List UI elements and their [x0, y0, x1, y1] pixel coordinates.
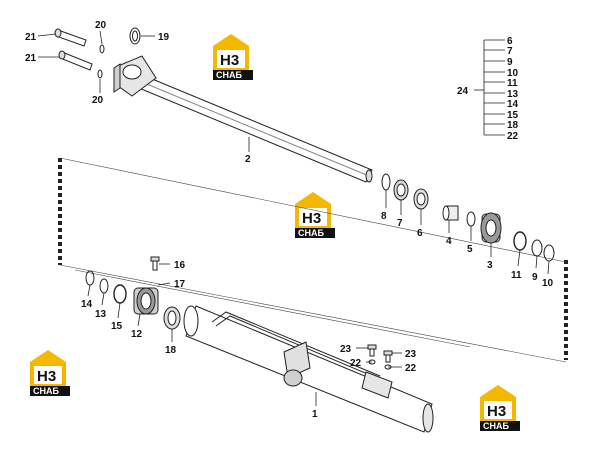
label-18: 18 — [165, 345, 177, 356]
logo-top-text: H3 — [302, 210, 321, 227]
ring-5 — [466, 211, 476, 227]
brand-logo-right: H3 СНАБ — [480, 385, 520, 431]
kit-item-label: 7 — [507, 46, 513, 57]
kit-item-label: 6 — [507, 36, 513, 47]
label-7: 7 — [397, 218, 403, 229]
washer-20-upper — [99, 44, 105, 54]
label-16: 16 — [174, 260, 186, 271]
label-1: 1 — [312, 409, 318, 420]
gland-12 — [133, 287, 159, 315]
bolt-23-right — [383, 350, 393, 363]
bolt-21-lower — [58, 50, 93, 71]
label-22-left: 22 — [350, 358, 362, 369]
logo-bottom-text: СНАБ — [33, 386, 59, 396]
label-21-upper: 21 — [25, 32, 37, 43]
label-10: 10 — [542, 278, 554, 289]
label-12: 12 — [131, 329, 143, 340]
leader-lines — [37, 30, 550, 406]
ring-8 — [381, 173, 391, 191]
bushing-4 — [442, 205, 459, 221]
seal-18 — [163, 306, 181, 330]
kit-item-label: 14 — [507, 99, 519, 110]
label-19: 19 — [158, 32, 170, 43]
label-21-lower: 21 — [25, 53, 37, 64]
kit-item-label: 22 — [507, 131, 519, 142]
label-22-right: 22 — [405, 363, 417, 374]
logo-bottom-text: СНАБ — [216, 70, 242, 80]
washer-20-lower — [97, 69, 103, 79]
label-8: 8 — [381, 211, 387, 222]
label-23-left: 23 — [340, 344, 352, 355]
brand-logo-middle: H3 СНАБ — [295, 192, 335, 238]
label-20-upper: 20 — [95, 20, 107, 31]
ring-9 — [531, 239, 543, 257]
label-20-lower: 20 — [92, 95, 104, 106]
cylinder-barrel — [183, 305, 434, 433]
logo-top-text: H3 — [487, 403, 506, 420]
bushing-19 — [129, 27, 141, 45]
brand-logo-left: H3 СНАБ — [30, 350, 70, 396]
label-23-right: 23 — [405, 349, 417, 360]
logo-bottom-text: СНАБ — [483, 421, 509, 431]
label-9: 9 — [532, 272, 538, 283]
bolt-23-left — [367, 344, 377, 357]
kit-item-label: 18 — [507, 120, 519, 131]
kit-item-label: 10 — [507, 68, 519, 79]
label-11: 11 — [511, 270, 522, 281]
piston-3 — [480, 212, 502, 244]
seal-6 — [413, 188, 429, 210]
label-5: 5 — [467, 244, 473, 255]
label-14: 14 — [81, 299, 93, 310]
label-2: 2 — [245, 154, 251, 165]
assembly-boundary — [58, 158, 568, 360]
brand-logo-top: H3 СНАБ — [213, 34, 253, 80]
axis-lines — [59, 157, 567, 363]
logo-top-text: H3 — [37, 368, 56, 385]
piston-rod — [113, 55, 373, 183]
label-24: 24 — [457, 86, 469, 97]
label-6: 6 — [417, 228, 423, 239]
screw-16 — [150, 256, 160, 271]
label-4: 4 — [446, 236, 452, 247]
logo-bottom-text: СНАБ — [298, 228, 324, 238]
seal-7 — [393, 179, 409, 201]
label-3: 3 — [487, 260, 493, 271]
logo-top-text: H3 — [220, 52, 239, 69]
kit-item-label: 11 — [507, 78, 518, 89]
kit-item-label: 13 — [507, 89, 519, 100]
label-15: 15 — [111, 321, 123, 332]
bolt-21-upper — [54, 28, 87, 47]
ring-13 — [99, 278, 109, 294]
ring-15 — [113, 284, 127, 304]
kit-item-label: 15 — [507, 110, 519, 121]
ring-11 — [513, 231, 527, 251]
kit-item-label: 9 — [507, 57, 513, 68]
label-13: 13 — [95, 309, 107, 320]
label-17: 17 — [174, 279, 186, 290]
